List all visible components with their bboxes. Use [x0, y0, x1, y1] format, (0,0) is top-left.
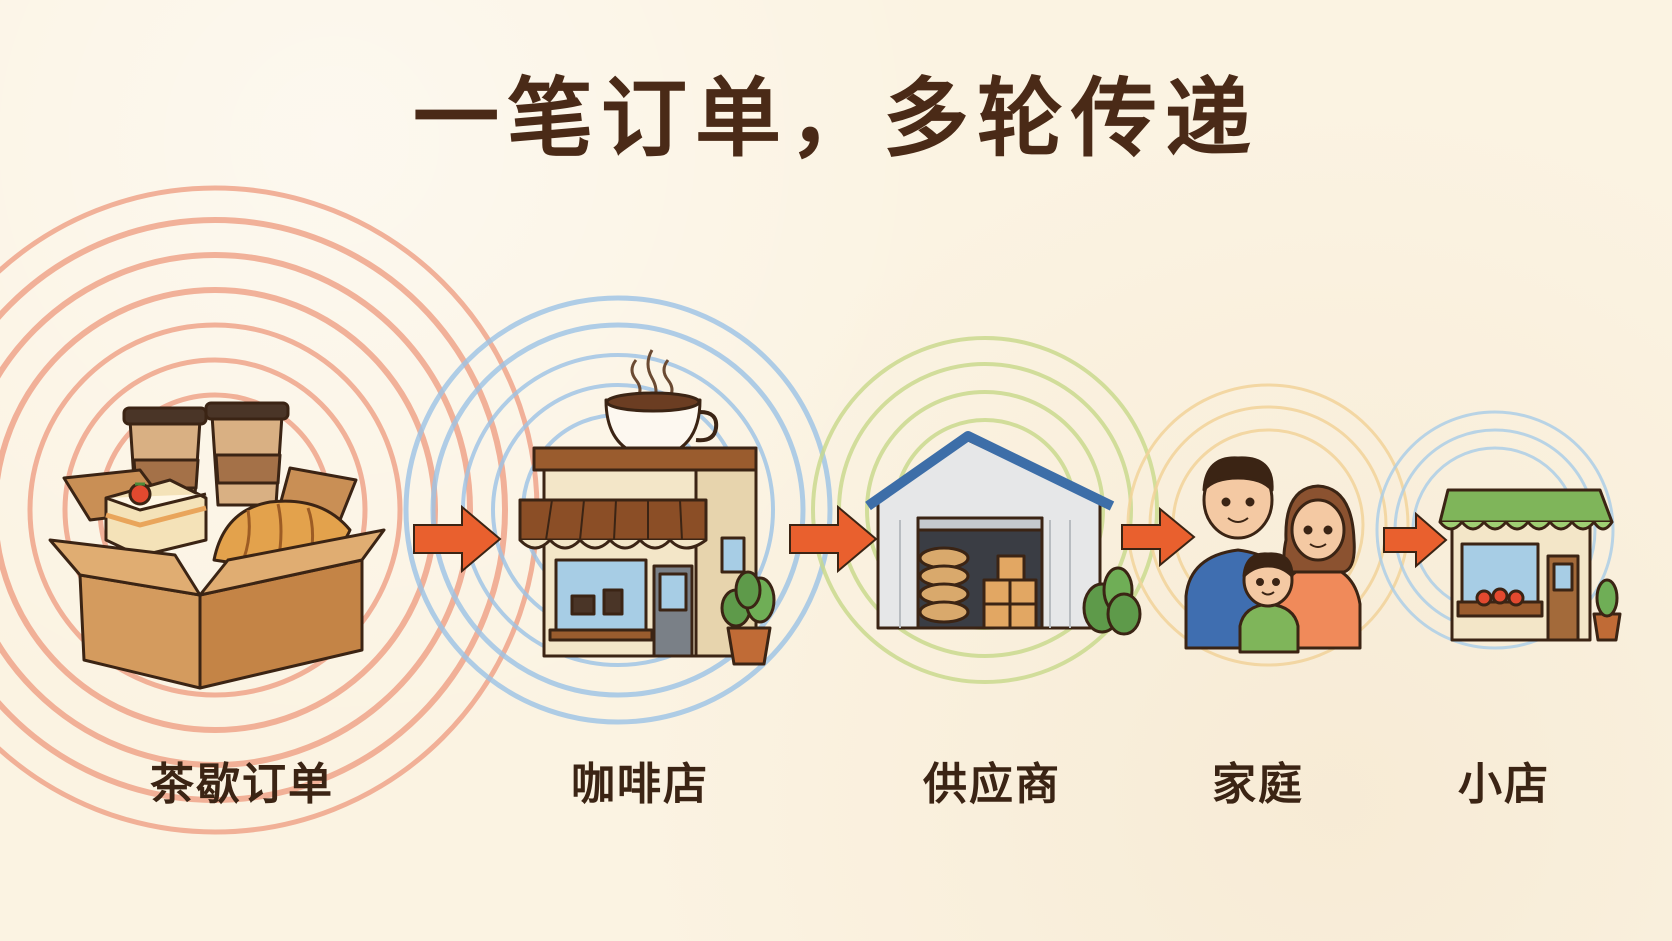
flow-arrow-3 — [1121, 506, 1196, 568]
stage-label-coffee-shop: 咖啡店 — [571, 759, 709, 810]
flow-arrow-1 — [413, 504, 502, 574]
small-shop-icon — [1438, 488, 1622, 642]
stage-label-supplier: 供应商 — [923, 759, 1061, 810]
warehouse-icon — [865, 431, 1142, 636]
page-title: 一笔订单，多轮传递 — [413, 69, 1259, 169]
coffee-shop-icon — [518, 349, 776, 666]
family-icon — [1184, 456, 1362, 654]
box-of-coffee-and-pastries-icon — [48, 401, 386, 690]
stage-label-order: 茶歇订单 — [150, 759, 334, 810]
flow-arrow-2 — [789, 504, 878, 574]
stage-label-family: 家庭 — [1212, 759, 1304, 810]
stage-label-small-shop: 小店 — [1458, 759, 1550, 810]
flow-arrow-4 — [1383, 511, 1448, 569]
